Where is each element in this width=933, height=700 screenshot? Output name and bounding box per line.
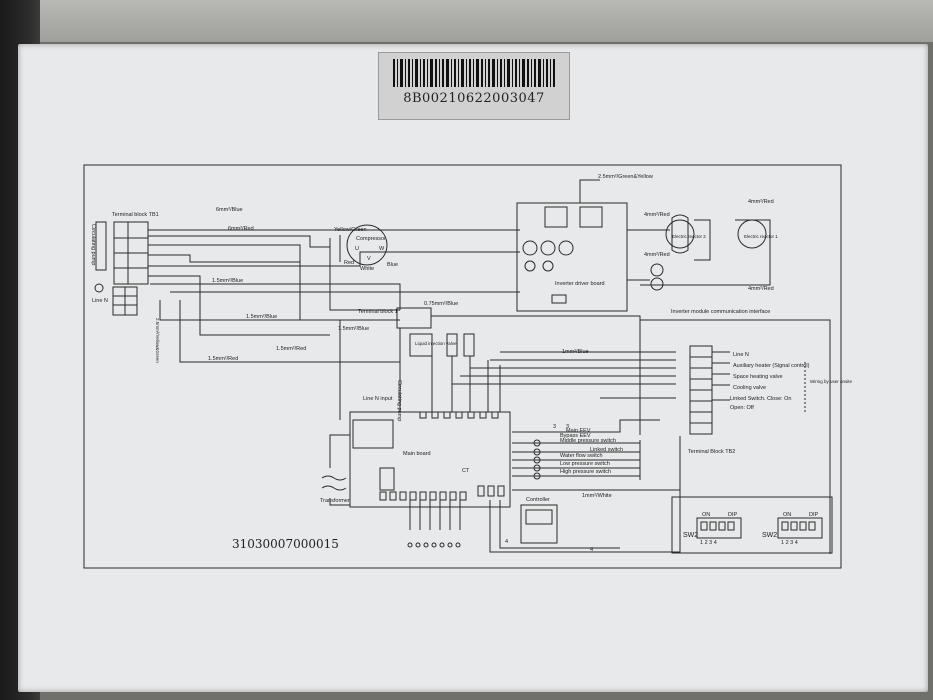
label-bypass-eev: Bypass EEV — [560, 433, 591, 439]
circulating-pump-box — [95, 221, 107, 271]
label-wiring-note: Wiring by user onsite — [810, 379, 853, 384]
label-wire-gy: 2.5mm²/Green&Yellow — [598, 174, 653, 180]
barcode-label: 8B00210622003047 — [378, 52, 570, 120]
label-red: Red — [344, 260, 354, 266]
electric-reactor-2 — [665, 219, 695, 249]
label-num-3a: 3 — [553, 424, 556, 430]
label-num-3b: 3 — [566, 424, 569, 430]
label-tb2-line-n: Line N — [733, 352, 749, 358]
label-liquid-injection-valve: Liquid injection valve — [415, 341, 457, 346]
label-controller: Controller — [526, 497, 550, 503]
label-dip-nums-a: 1 2 3 4 — [700, 540, 717, 546]
label-wire-15-red-a: 1.5mm²/Red — [276, 346, 306, 352]
barcode — [393, 59, 555, 87]
diagram-border — [83, 164, 842, 569]
barcode-number: 8B00210622003047 — [403, 91, 545, 106]
label-white: White — [360, 266, 374, 272]
label-dip-on-a: ON — [702, 512, 710, 518]
label-cooling-valve: Cooling valve — [733, 385, 766, 391]
label-low-pressure-switch: Low pressure switch — [560, 461, 610, 467]
label-wire-4-red-c: 4mm²/Red — [644, 252, 670, 258]
label-high-pressure-switch: High pressure switch — [560, 469, 611, 475]
electric-reactor-2-coil — [671, 214, 689, 254]
inverter-driver-board — [516, 202, 628, 312]
label-circulating-pump-2: Circulating pump — [396, 380, 402, 421]
compressor-symbol — [346, 224, 388, 266]
terminal-block-1 — [396, 307, 432, 329]
transformer-symbol — [321, 475, 347, 491]
label-sw2-a: SW2 — [683, 532, 698, 539]
label-wire-4-red-a: 4mm²/Red — [644, 212, 670, 218]
label-main-board: Main board — [403, 451, 431, 457]
label-terminal-block-tb1: Terminal block TB1 — [112, 212, 159, 218]
label-dip-dip-b: DIP — [809, 512, 819, 518]
label-blue: Blue — [387, 262, 398, 268]
label-compressor: Compressor — [356, 236, 386, 242]
label-num-4b: 4 — [590, 547, 593, 553]
label-wire-6-red: 6mm²/Red — [228, 226, 254, 232]
label-wire-1-white: 1mm²/White — [582, 493, 612, 499]
label-middle-pressure-switch: Middle pressure switch — [560, 438, 616, 444]
label-wire-15-blue-a: 1.5mm²/Blue — [212, 278, 243, 284]
label-line-n: Line N — [92, 298, 108, 304]
label-transformer: Transformer — [320, 498, 350, 504]
main-board-terminals — [419, 411, 499, 419]
label-dip-nums-b: 1 2 3 4 — [781, 540, 798, 546]
label-open-off: Open: Off — [730, 405, 754, 411]
label-linked-switch-input: Linked switch — [590, 447, 623, 453]
label-num-4: 4 — [505, 539, 508, 545]
part-number: 31030007000015 — [232, 537, 339, 551]
label-wire-4-red-b: 4mm²/Red — [748, 199, 774, 205]
label-wire-15-blue-b: 1.5mm²/Blue — [246, 314, 277, 320]
label-line-n-input: Line N input — [363, 396, 393, 402]
connector-row — [407, 542, 461, 548]
label-electric-reactor-2: Electric reactor 2 — [672, 234, 706, 239]
label-terminal-block-tb2: Terminal Block TB2 — [688, 449, 735, 455]
label-water-flow-switch: Water flow switch — [560, 453, 603, 459]
label-linked-switch: Linked Switch. Close: On — [730, 396, 791, 402]
label-dip-dip-a: DIP — [728, 512, 738, 518]
label-electric-reactor-1: Electric reactor 1 — [744, 234, 778, 239]
label-inverter-driver-board: Inverter driver board — [555, 281, 605, 287]
label-dip-on-b: ON — [783, 512, 791, 518]
label-compressor-w: W — [379, 246, 385, 252]
label-circulating-pump: Circulating pump — [90, 224, 96, 265]
controller-symbol — [520, 504, 558, 544]
ground-symbol — [94, 283, 104, 293]
label-terminal-block-1: Terminal block 1 — [358, 309, 398, 315]
label-wire-25-yg-vert: 2.5mm²/Yellow&Green — [155, 318, 160, 363]
label-compressor-v: V — [367, 256, 371, 262]
label-wire-4-red-d: 4mm²/Red — [748, 286, 774, 292]
cabinet-top-edge — [0, 0, 933, 42]
label-ct: CT — [462, 468, 470, 474]
label-yellow-green: Yellow/Green — [334, 227, 367, 233]
dip-switch-panel — [671, 496, 833, 554]
label-aux-heater: Auxiliary heater (Signal control) — [733, 363, 810, 369]
label-main-eev: Main EEV — [566, 428, 591, 434]
label-wire-075-blue: 0.75mm²/Blue — [424, 301, 458, 307]
label-sw2-b: SW2 — [762, 532, 777, 539]
label-wire-15-blue-c: 1.5mm²/Blue — [338, 326, 369, 332]
label-compressor-u: U — [355, 246, 359, 252]
label-space-heating-valve: Space heating valve — [733, 374, 783, 380]
main-board-bottom-terminals — [379, 485, 505, 501]
label-inverter-comm-interface: Inverter module communication interface — [671, 309, 770, 315]
label-wire-1-blue: 1mm²/Blue — [562, 349, 589, 355]
label-wire-15-red-b: 1.5mm²/Red — [208, 356, 238, 362]
label-wire-6-blue: 6mm²/Blue — [216, 207, 243, 213]
